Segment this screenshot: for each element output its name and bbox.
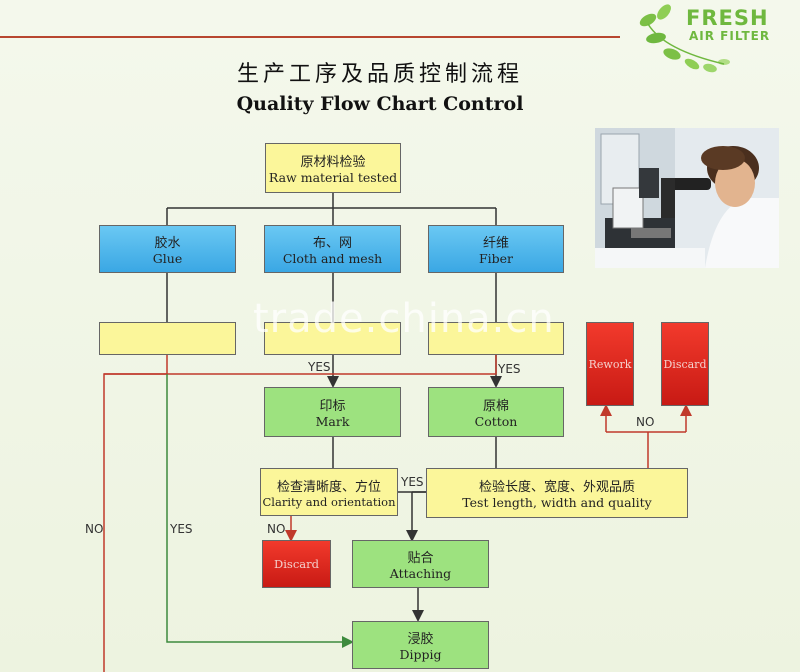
yes-label-clarity: YES [401, 475, 424, 489]
cotton-node: 原棉 Cotton [428, 387, 564, 437]
cloth-node: 布、网 Cloth and mesh [264, 225, 401, 273]
node-label-en: Test length, width and quality [462, 495, 652, 510]
node-label-en: Discard [663, 357, 707, 371]
node-label-cn: 浸胶 [407, 632, 434, 647]
watermark: trade.china.cn [253, 296, 555, 342]
node-label-cn: 布、网 [312, 236, 352, 251]
node-label-cn: 纤维 [482, 236, 509, 251]
node-label-en: Dippig [399, 647, 442, 662]
attaching-node: 贴合 Attaching [352, 540, 489, 588]
discard-right-node: Discard [661, 322, 709, 406]
yes-label-mark: YES [308, 360, 331, 374]
leaf-logo-icon [639, 4, 730, 73]
node-label-en: Attaching [389, 566, 452, 581]
glue-node: 胶水 Glue [99, 225, 236, 273]
node-label-cn: 原材料检验 [300, 155, 366, 170]
node-label-cn: 贴合 [407, 551, 434, 566]
fiber-check-node [428, 322, 564, 355]
brand-name: FRESH [686, 6, 769, 30]
node-label-en: Raw material tested [268, 170, 398, 185]
yes-label-left: YES [170, 522, 193, 536]
node-label-en: Cloth and mesh [282, 251, 383, 266]
brand-subtitle: AIR FILTER [689, 29, 771, 43]
node-label-en: Rework [588, 357, 632, 371]
node-label-cn: 胶水 [154, 236, 181, 251]
test-length-node: 检验长度、宽度、外观品质 Test length, width and qual… [426, 468, 688, 518]
header-rule [0, 36, 620, 38]
microscope-photo [595, 128, 779, 268]
no-label-discard: NO [267, 522, 286, 536]
page-title-cn: 生产工序及品质控制流程 [236, 62, 523, 87]
dipping-node: 浸胶 Dippig [352, 621, 489, 669]
page-title-en: Quality Flow Chart Control [236, 93, 524, 115]
clarity-node: 检查清晰度、方位 Clarity and orientation [260, 468, 398, 516]
node-label-en: Fiber [478, 251, 514, 266]
rework-node: Rework [586, 322, 634, 406]
node-label-en: Mark [315, 414, 350, 429]
no-label-left: NO [85, 522, 104, 536]
node-label-en: Discard [274, 557, 319, 571]
node-label-cn: 检查清晰度、方位 [276, 479, 381, 495]
raw-material-node: 原材料检验 Raw material tested [265, 143, 401, 193]
mark-node: 印标 Mark [264, 387, 401, 437]
node-label-en: Cotton [474, 414, 518, 429]
cloth-check-node [264, 322, 401, 355]
node-label-cn: 印标 [319, 399, 346, 414]
node-label-en: Glue [152, 251, 183, 266]
yes-label-cotton: YES [498, 362, 521, 376]
node-label-cn: 检验长度、宽度、外观品质 [478, 480, 635, 495]
glue-check-node [99, 322, 236, 355]
node-label-cn: 原棉 [482, 399, 509, 414]
discard-left-node: Discard [262, 540, 331, 588]
no-label-rework: NO [636, 415, 655, 429]
fiber-node: 纤维 Fiber [428, 225, 564, 273]
node-label-en: Clarity and orientation [262, 494, 396, 509]
